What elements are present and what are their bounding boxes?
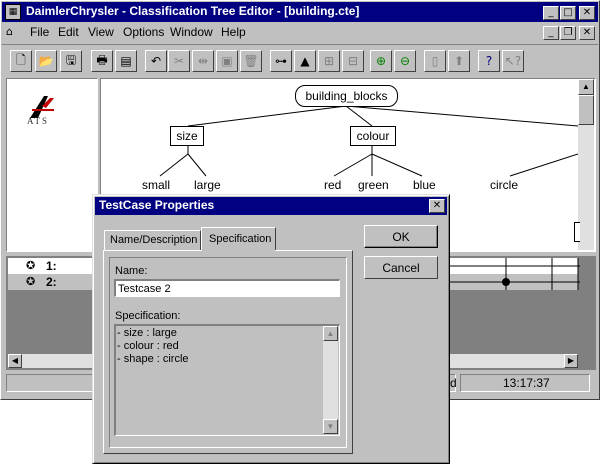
classification-colour[interactable]: colour [350, 126, 396, 146]
scroll-left-button[interactable]: ◀ [8, 354, 22, 368]
maximize-button[interactable]: □ [560, 6, 576, 20]
class-red[interactable]: red [324, 178, 342, 192]
logo-pane [6, 78, 98, 252]
class-large[interactable]: large [194, 178, 221, 192]
tree-layout-icon[interactable]: ⊶ [270, 50, 292, 72]
specification-label: Specification: [115, 310, 181, 322]
spec-line: - colour : red [117, 340, 179, 352]
name-label: Name: [115, 265, 148, 277]
status-time: 13:17:37 [503, 376, 550, 390]
testcase-marker-icon: ✪ [26, 259, 36, 272]
class-green[interactable]: green [358, 178, 389, 192]
app-icon[interactable]: ▦ [5, 4, 21, 20]
menu-window[interactable]: Window [170, 25, 213, 39]
scroll-right-button[interactable]: ▶ [564, 354, 578, 368]
window-title: DaimlerChrysler - Classification Tree Ed… [26, 4, 360, 18]
tab-name-description[interactable]: Name/Description [104, 230, 201, 250]
tree-root-node[interactable]: building_blocks [295, 85, 398, 107]
print-preview-icon[interactable]: ▤ [115, 50, 137, 72]
close-button[interactable]: ✕ [579, 6, 595, 20]
print-icon[interactable]: 🖶 [91, 50, 113, 72]
tab-panel-gap [202, 249, 275, 251]
classification-size[interactable]: size [170, 126, 204, 146]
save-file-icon[interactable]: 🖫 [60, 50, 82, 72]
paste-icon[interactable]: ▣ [216, 50, 238, 72]
menu-edit[interactable]: Edit [58, 25, 79, 39]
page-icon[interactable]: ▯ [424, 50, 446, 72]
testcase-label: 1: [46, 259, 57, 273]
tree-connectors [159, 105, 578, 177]
move-icon[interactable]: ⇹ [192, 50, 214, 72]
scroll-thumb[interactable] [578, 95, 594, 125]
minimize-button[interactable]: _ [543, 6, 559, 20]
tree-node-edge [574, 222, 580, 242]
tree-expand-icon[interactable]: ⊞ [318, 50, 340, 72]
spec-line: - size : large [117, 327, 177, 339]
mdi-minimize-button[interactable]: _ [543, 26, 559, 40]
tree-compact-icon[interactable]: ▲ [294, 50, 316, 72]
menu-file[interactable]: File [30, 25, 50, 39]
specification-textarea[interactable] [114, 324, 340, 436]
ok-button[interactable]: OK [364, 225, 438, 248]
delete-icon[interactable]: 🗑 [240, 50, 262, 72]
menu-bar [2, 22, 598, 42]
testcase-marker-icon: ✪ [26, 275, 36, 288]
open-file-icon[interactable]: 📂 [35, 50, 57, 72]
status-panel-time [460, 374, 590, 392]
mdi-close-button[interactable]: ✕ [579, 26, 595, 40]
dialog-title-bar [95, 197, 447, 215]
spec-scroll-up-button[interactable]: ▲ [323, 326, 338, 341]
status-partial-text: d [450, 376, 457, 390]
mdi-restore-button[interactable]: ❐ [560, 26, 576, 40]
undo-icon[interactable]: ↶ [145, 50, 167, 72]
new-file-icon[interactable]: 🗋 [10, 50, 32, 72]
class-blue[interactable]: blue [413, 178, 436, 192]
menu-help[interactable]: Help [221, 25, 246, 39]
logo-text: ATS [27, 116, 50, 126]
title-bar [2, 2, 598, 22]
scroll-up-button[interactable]: ▲ [578, 79, 594, 95]
testcase-grid [440, 258, 580, 290]
name-field[interactable] [114, 279, 340, 297]
zoom-out-icon[interactable]: ⊖ [394, 50, 416, 72]
context-help-icon[interactable]: ↖? [502, 50, 524, 72]
cut-icon[interactable]: ✂ [168, 50, 190, 72]
class-small[interactable]: small [142, 178, 171, 192]
dialog-close-button[interactable]: ✕ [429, 199, 445, 213]
zoom-in-icon[interactable]: ⊕ [370, 50, 392, 72]
testcase-label: 2: [46, 275, 57, 289]
tree-collapse-icon[interactable]: ⊟ [342, 50, 364, 72]
specification-group [109, 257, 347, 448]
spec-scroll-down-button[interactable]: ▼ [323, 419, 338, 434]
move-up-icon[interactable]: ⬆ [448, 50, 470, 72]
menu-options[interactable]: Options [123, 25, 165, 39]
spec-scrollbar[interactable] [323, 326, 338, 434]
menu-view[interactable]: View [88, 25, 114, 39]
help-icon[interactable]: ? [478, 50, 500, 72]
cancel-button[interactable]: Cancel [364, 256, 438, 279]
spec-line: - shape : circle [117, 353, 189, 365]
tab-specification[interactable]: Specification [201, 227, 276, 251]
dialog-title: TestCase Properties [99, 198, 215, 212]
mdi-child-icon[interactable]: ⌂ [6, 25, 13, 38]
class-circle[interactable]: circle [490, 178, 519, 192]
ats-logo [30, 96, 54, 118]
